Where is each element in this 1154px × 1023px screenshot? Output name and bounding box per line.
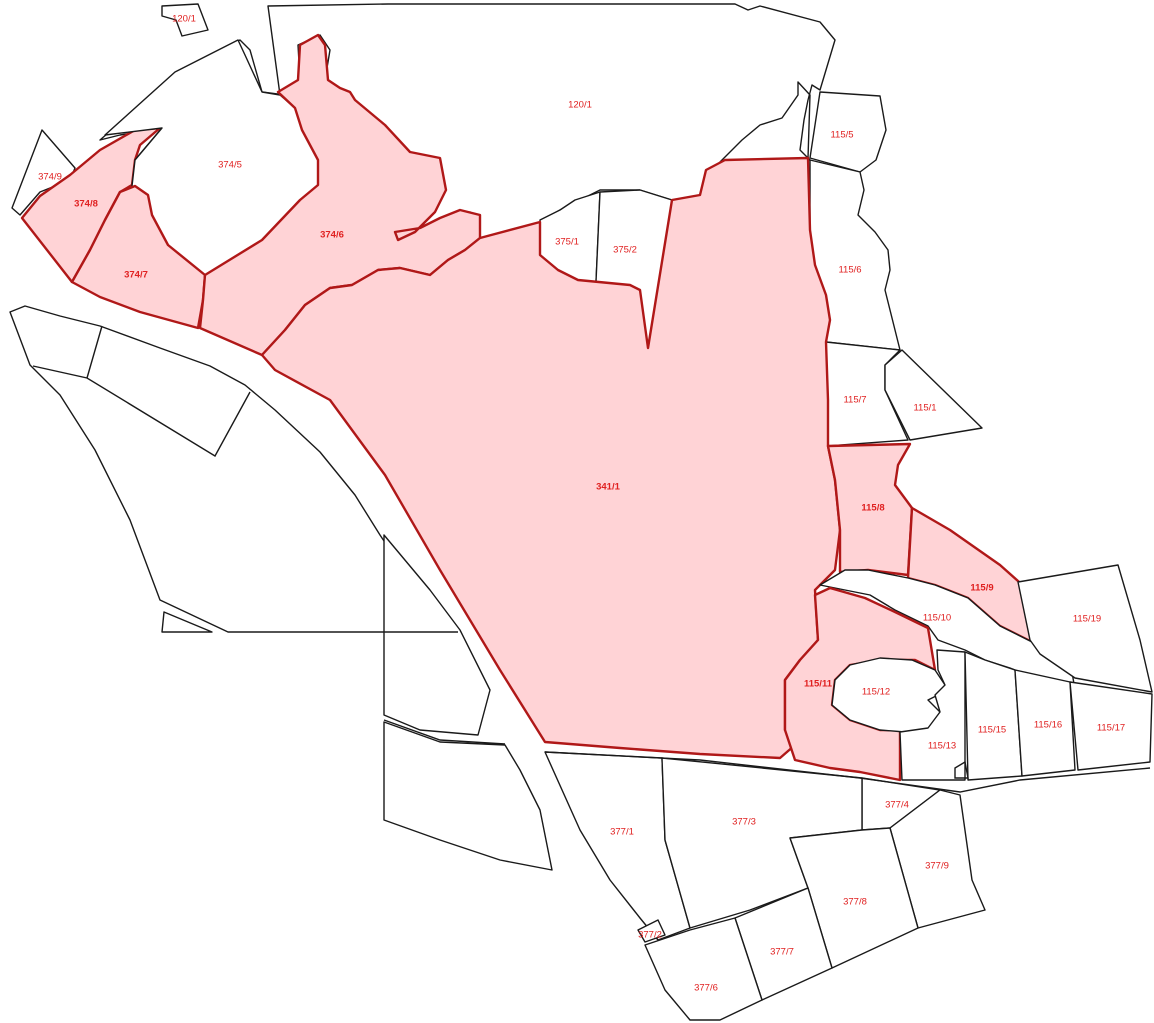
parcel-115-13[interactable]: [899, 649, 966, 781]
parcel-label: 115/13: [928, 741, 956, 752]
road-edge: [383, 719, 506, 745]
parcel-label: 115/19: [1073, 614, 1101, 625]
parcel-label: 115/15: [978, 725, 1006, 736]
parcel-label: 375/1: [555, 237, 579, 248]
parcel-label: 375/2: [613, 245, 637, 256]
unlabeled-parcels: [9, 305, 553, 871]
parcel-label: 374/6: [320, 230, 344, 241]
parcel-label: 115/10: [923, 613, 951, 624]
parcel-115-15[interactable]: [964, 651, 1023, 781]
parcel-374-7[interactable]: [70, 184, 207, 330]
parcel-label: 377/6: [694, 983, 718, 994]
parcel-label: 374/8: [74, 199, 98, 210]
parcel-label: 115/1: [913, 403, 936, 414]
parcel-label: 377/3: [732, 817, 756, 828]
parcel-377-2[interactable]: [637, 919, 666, 943]
parcel-divider: [32, 365, 251, 457]
parcel-label: 115/11: [804, 679, 833, 690]
road-edge: [954, 760, 969, 779]
parcel-labels: 120/1 120/1 374/9 374/8 374/5 374/7 374/…: [38, 14, 1125, 994]
parcels: [11, 3, 1153, 1021]
parcel-label: 115/17: [1097, 723, 1125, 734]
parcel-label: 115/9: [970, 583, 993, 594]
parcel-377-6[interactable]: [644, 917, 763, 1021]
parcel-115-1[interactable]: [884, 349, 983, 441]
parcel-label: 115/8: [861, 503, 884, 514]
parcel-label: 120/1: [568, 100, 592, 111]
parcel-label: 377/2: [638, 930, 662, 941]
parcel-label: 377/7: [770, 947, 794, 958]
parcel-west-large[interactable]: [9, 305, 456, 633]
parcel-115-16[interactable]: [1014, 669, 1076, 777]
parcel-label: 374/7: [124, 270, 148, 281]
parcel-label: 115/12: [862, 687, 890, 698]
road-edges: [383, 719, 1151, 793]
parcel-small-triangle[interactable]: [161, 611, 213, 633]
parcel-341-1[interactable]: [260, 156, 842, 760]
parcel-label: 377/8: [843, 897, 867, 908]
parcel-label: 377/1: [610, 827, 634, 838]
road-edge: [544, 751, 1151, 793]
parcel-label: 374/9: [38, 172, 62, 183]
parcel-label: 120/1: [172, 14, 196, 25]
parcel-label: 377/4: [885, 800, 909, 811]
parcel-label: 377/9: [925, 861, 949, 872]
parcel-115-5[interactable]: [809, 91, 887, 173]
parcel-label: 115/7: [843, 395, 866, 406]
parcel-strip[interactable]: [383, 534, 491, 736]
parcel-label: 341/1: [596, 482, 620, 493]
parcel-label: 374/5: [218, 160, 242, 171]
parcel-115-17[interactable]: [1069, 681, 1153, 771]
parcel-label: 115/16: [1034, 720, 1062, 731]
parcel-divider: [86, 325, 103, 379]
parcel-115-19[interactable]: [1017, 564, 1153, 693]
parcel-label: 115/5: [830, 130, 853, 141]
parcel-lower-strip[interactable]: [383, 721, 553, 871]
parcel-label: 115/6: [838, 265, 861, 276]
parcel-120-1-small[interactable]: [161, 3, 209, 37]
